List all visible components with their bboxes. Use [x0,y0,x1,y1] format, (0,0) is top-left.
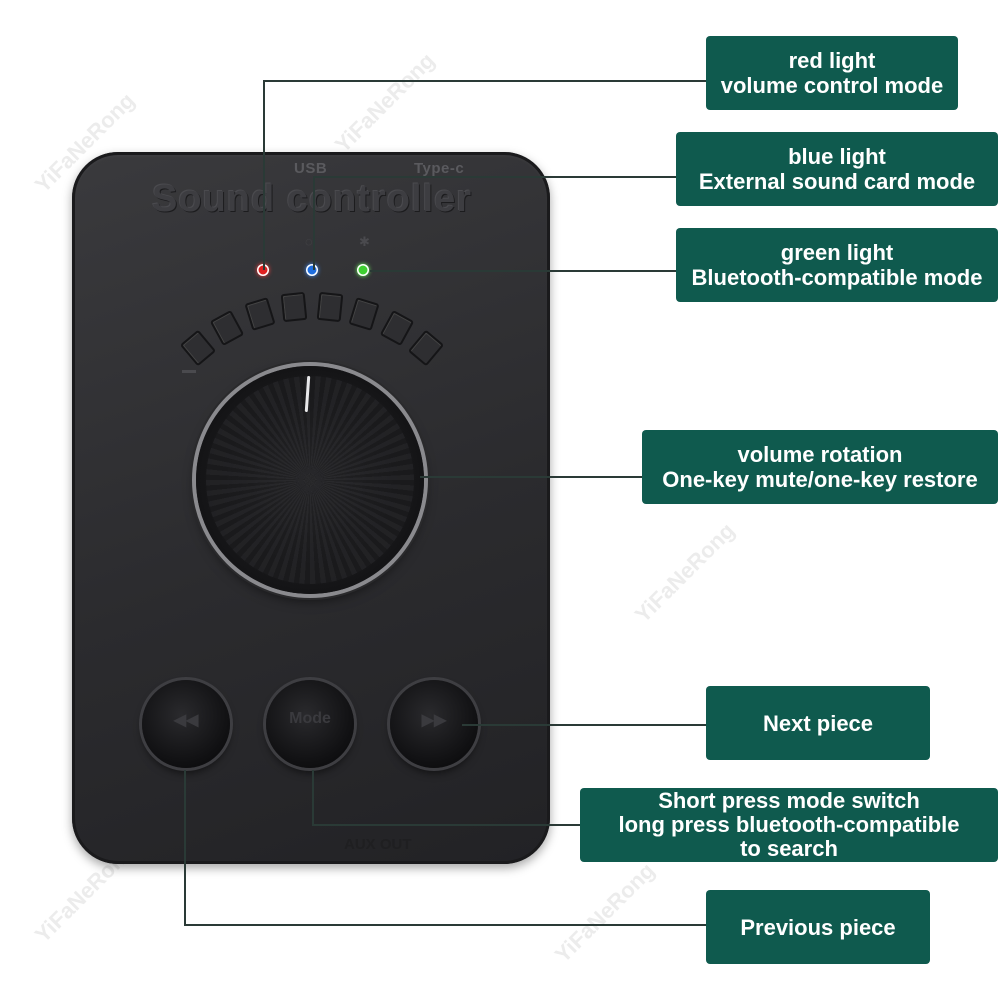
aux-out-label: AUX OUT [344,836,412,853]
callout-mode-line1: Short press mode switch [658,788,920,813]
sound-controller-device: USB Type-c Sound controller ◌ ✱ ◀◀ Mode … [72,152,550,864]
volume-segment [379,309,415,346]
callout-red-desc: volume control mode [720,73,944,98]
leader-line-next [462,724,708,726]
callout-red-title: red light [788,48,876,73]
next-icon: ▶▶ [421,712,447,729]
leader-line-knob [420,476,644,478]
mode-button[interactable]: Mode [266,680,354,768]
volume-segment [209,309,245,346]
leader-line-previous [184,770,186,925]
bluetooth-icon: ✱ [359,234,370,249]
leader-line-mode [312,770,314,825]
callout-mode-line2: long press bluetooth-compatible [618,812,960,837]
volume-segment [348,296,381,331]
usb-port-label: USB [294,160,328,177]
volume-segment [179,329,216,367]
usb-icon: ◌ [305,234,313,249]
leader-line-blue [313,176,315,270]
previous-button[interactable]: ◀◀ [142,680,230,768]
callout-red-light: red light volume control mode [706,36,958,110]
typec-port-label: Type-c [414,160,465,177]
callout-mode-line3: to search [740,836,838,861]
leader-line-red [263,80,708,82]
leader-line-mode [312,824,582,826]
minus-icon [182,370,196,373]
watermark: YiFaNeRong [629,517,740,628]
callout-volume-knob: volume rotation One-key mute/one-key res… [642,430,998,504]
callout-blue-desc: External sound card mode [698,169,976,194]
callout-blue-light: blue light External sound card mode [676,132,998,206]
knob-texture [206,376,414,584]
volume-knob[interactable] [196,366,424,594]
callout-green-desc: Bluetooth-compatible mode [691,265,983,290]
blue-led-indicator [306,264,318,276]
volume-segment [280,291,308,323]
leader-line-red [263,80,265,270]
previous-icon: ◀◀ [173,712,199,729]
leader-line-green [370,270,678,272]
volume-segment [408,329,445,367]
callout-previous: Previous piece [706,890,930,964]
callout-next-title: Next piece [762,710,874,736]
green-led-indicator [357,264,369,276]
watermark: YiFaNeRong [549,857,660,968]
callout-knob-title: volume rotation [737,442,903,467]
callout-blue-title: blue light [788,144,886,169]
volume-segment [316,291,344,323]
leader-line-blue [313,176,678,178]
mode-button-label: Mode [289,710,331,727]
volume-segment [243,296,276,331]
callout-knob-desc: One-key mute/one-key restore [662,467,978,492]
callout-previous-title: Previous piece [740,914,896,940]
watermark: YiFaNeRong [329,47,440,158]
leader-line-previous [184,924,708,926]
callout-green-light: green light Bluetooth-compatible mode [676,228,998,302]
red-led-indicator [257,264,269,276]
brand-text: Sound controller [152,178,472,220]
callout-next: Next piece [706,686,930,760]
callout-green-title: green light [780,240,894,265]
callout-mode: Short press mode switch long press bluet… [580,788,998,862]
